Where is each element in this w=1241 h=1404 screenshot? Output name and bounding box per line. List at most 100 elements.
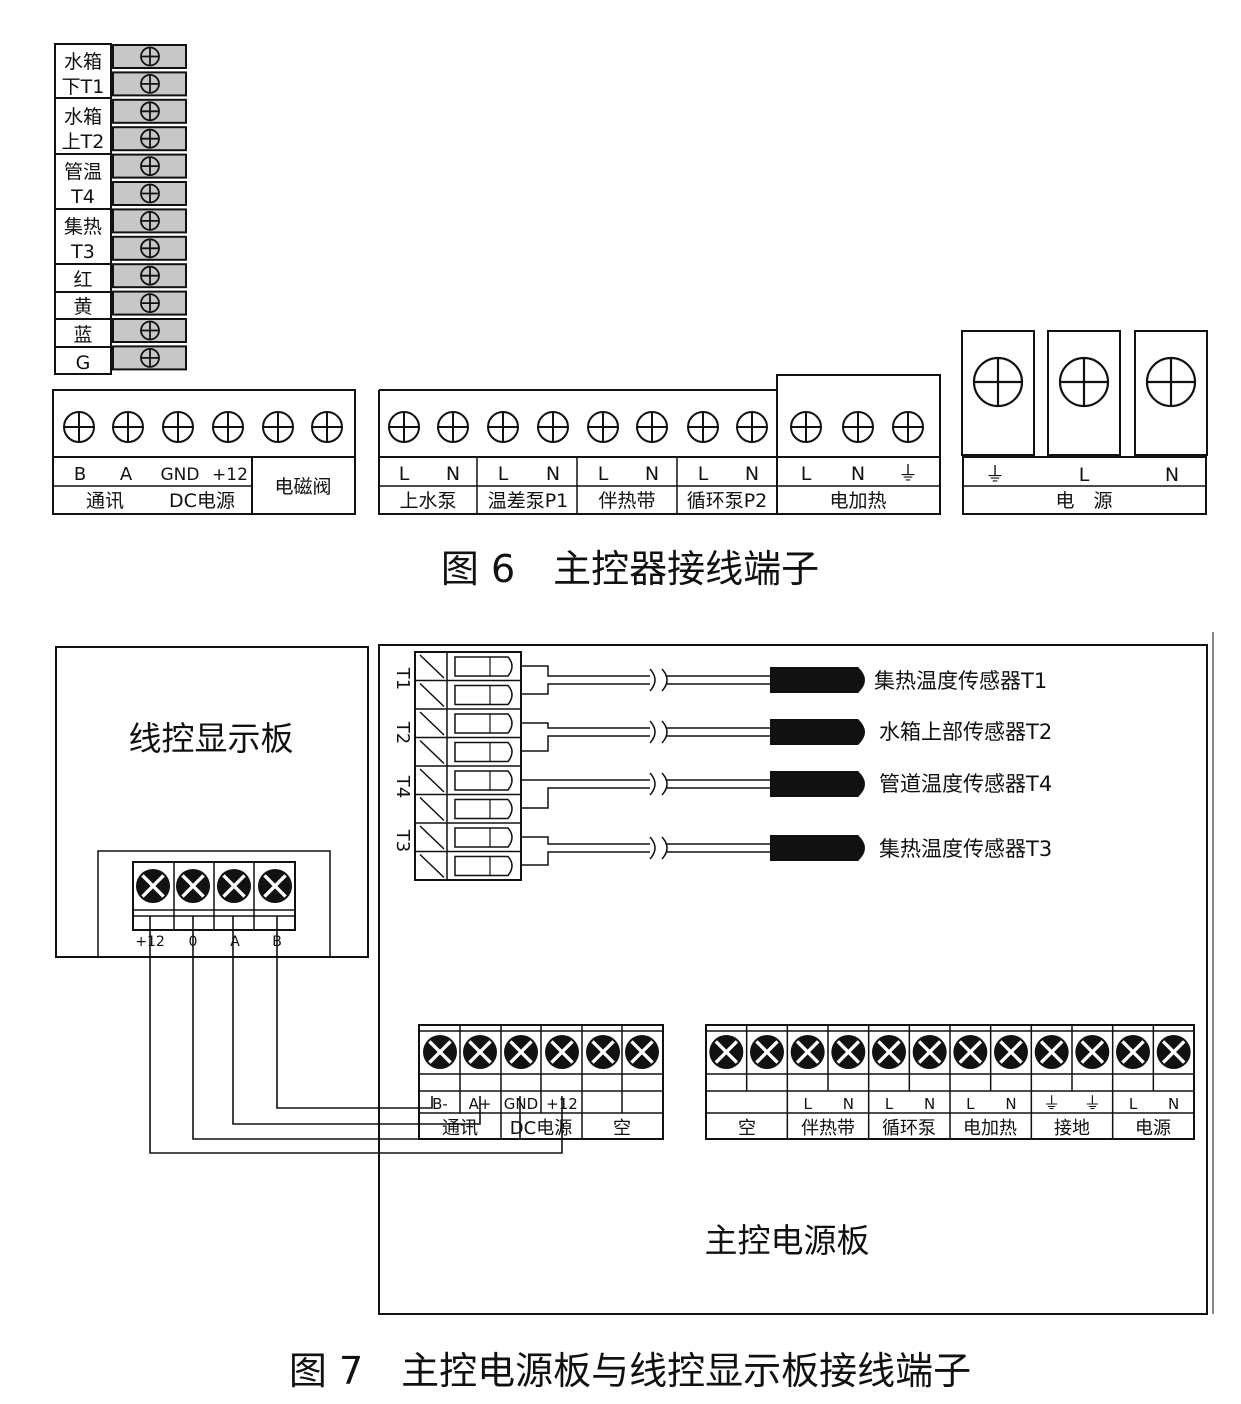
strip-screw-column	[112, 44, 187, 371]
sensor-probe-icon	[770, 835, 865, 861]
strip-label-t3-line2: T3	[70, 241, 95, 263]
sensor-slot	[415, 736, 521, 765]
x-screw-icon	[994, 1035, 1028, 1069]
main-group-empty: 空	[613, 1118, 631, 1139]
sensor-probe-icon	[770, 719, 865, 745]
group-power: 电 源	[1055, 490, 1112, 512]
right-pin-label: N	[1005, 1095, 1016, 1113]
strip-label-ground: G	[76, 352, 91, 374]
output-pin-label: L	[698, 463, 709, 485]
right-pin-label: N	[1168, 1095, 1179, 1113]
sensor-cable	[521, 771, 865, 809]
comm-screw-row	[63, 411, 343, 443]
x-screw-icon	[1156, 1035, 1191, 1069]
strip-terminal	[112, 153, 187, 179]
group-diff-pump-p1: 温差泵P1	[488, 490, 569, 512]
sensor-label-t2: 水箱上部传感器T2	[879, 720, 1052, 744]
strip-label-t2-line2: 上T2	[62, 131, 105, 153]
plus-screw-icon	[1145, 356, 1197, 408]
strip-terminal	[112, 181, 187, 206]
cable-break-icon	[649, 668, 668, 692]
main-group-comm: 通讯	[442, 1118, 478, 1139]
plus-screw-icon	[311, 411, 343, 443]
plus-screw-icon	[140, 347, 160, 368]
figure-7-caption: 图 7 主控电源板与线控显示板接线端子	[289, 1349, 971, 1393]
right-group-electric-heater: 电加热	[963, 1118, 1017, 1139]
strip-terminal	[112, 318, 187, 343]
pin-plus12: +12	[212, 465, 248, 485]
display-board-title: 线控显示板	[129, 719, 294, 758]
power-terminal-block: ⏚ L N 电 源	[961, 330, 1208, 515]
main-pin-b-minus: B-	[432, 1095, 448, 1113]
sensor-slot	[415, 822, 521, 850]
sensor-slot	[415, 765, 521, 793]
right-group-ground: 接地	[1054, 1118, 1090, 1139]
interconnect-wires	[149, 916, 563, 1154]
right-group-circ-pump: 循环泵	[882, 1118, 936, 1139]
power-pin-n: N	[1165, 464, 1179, 486]
plus-screw-icon	[842, 411, 874, 443]
main-right-dividers	[745, 1025, 1155, 1139]
right-group-empty: 空	[738, 1118, 756, 1139]
strip-terminal	[112, 126, 187, 152]
ground-symbol: ⏚	[1043, 1094, 1060, 1114]
cable-break-icon	[649, 720, 668, 744]
plus-screw-icon	[212, 411, 244, 443]
strip-label-t4-line1: 管温	[64, 161, 102, 183]
strip-label-t3-line1: 集热	[64, 216, 102, 238]
plus-screw-icon	[140, 238, 160, 259]
plus-screw-icon	[892, 411, 924, 443]
ground-symbol: ⏚	[1084, 1094, 1101, 1114]
sensor-cable	[521, 665, 865, 695]
pin-b: B	[74, 464, 86, 485]
output-screw-row	[388, 411, 924, 443]
plus-screw-icon	[140, 320, 160, 341]
display-screw-row	[136, 869, 292, 903]
main-left-screw-row	[423, 1035, 659, 1069]
comm-terminal-block: B A GND +12 通讯 DC电源 电磁阀	[52, 389, 356, 515]
x-screw-icon	[423, 1035, 457, 1069]
plus-screw-icon	[162, 411, 194, 443]
sensor-connector-slots	[415, 651, 521, 879]
terminal-t3: T3	[392, 829, 413, 852]
plus-screw-icon	[140, 128, 160, 149]
sensor-label-t3: 集热温度传感器T3	[879, 837, 1052, 861]
sensor-probe-icon	[770, 771, 865, 797]
sensor-connector: T1 T2 T4 T3	[392, 651, 522, 881]
x-screw-icon	[872, 1035, 906, 1069]
sensor-label-t1: 集热温度传感器T1	[874, 669, 1047, 693]
main-pin-gnd: GND	[504, 1095, 538, 1113]
cable-break-icon	[649, 772, 668, 796]
right-pin-label: L	[803, 1095, 812, 1113]
plus-screw-icon	[487, 411, 519, 443]
power-screw-row	[972, 356, 1197, 408]
right-pin-label: N	[924, 1095, 935, 1113]
figure-7: 线控显示板 +12 0 A B 主控电源板 T1 T2 T4	[55, 632, 1214, 1393]
group-feed-pump: 上水泵	[399, 490, 456, 512]
power-pin-l: L	[1079, 464, 1090, 486]
sensor-label-t4: 管道温度传感器T4	[879, 772, 1052, 796]
plus-screw-icon	[140, 46, 160, 67]
plus-screw-icon	[140, 265, 160, 286]
main-left-terminal-block: B- A+ GND +12 通讯 DC电源 空	[418, 1024, 664, 1140]
pin-a: A	[120, 464, 133, 485]
strip-terminal	[112, 71, 187, 97]
main-board-title: 主控电源板	[705, 1221, 870, 1260]
right-pin-label: N	[843, 1095, 854, 1113]
x-screw-icon	[912, 1035, 947, 1069]
x-screw-icon	[750, 1035, 784, 1069]
plus-screw-icon	[687, 411, 719, 443]
sensor-slot	[415, 679, 521, 708]
x-screw-icon	[1075, 1035, 1110, 1069]
ground-symbol: ⏚	[898, 461, 918, 485]
figure-6: 水箱 下T1 水箱 上T2 管温 T4 集热 T3 红 黄 蓝 G B A GN…	[52, 43, 1208, 591]
strip-label-t1-line1: 水箱	[64, 51, 102, 73]
strip-label-t1-line2: 下T1	[62, 76, 105, 98]
plus-screw-icon	[736, 411, 768, 443]
group-circ-pump-p2: 循环泵P2	[687, 490, 768, 512]
output-pin-label: L	[598, 463, 609, 485]
x-screw-icon	[258, 869, 292, 903]
